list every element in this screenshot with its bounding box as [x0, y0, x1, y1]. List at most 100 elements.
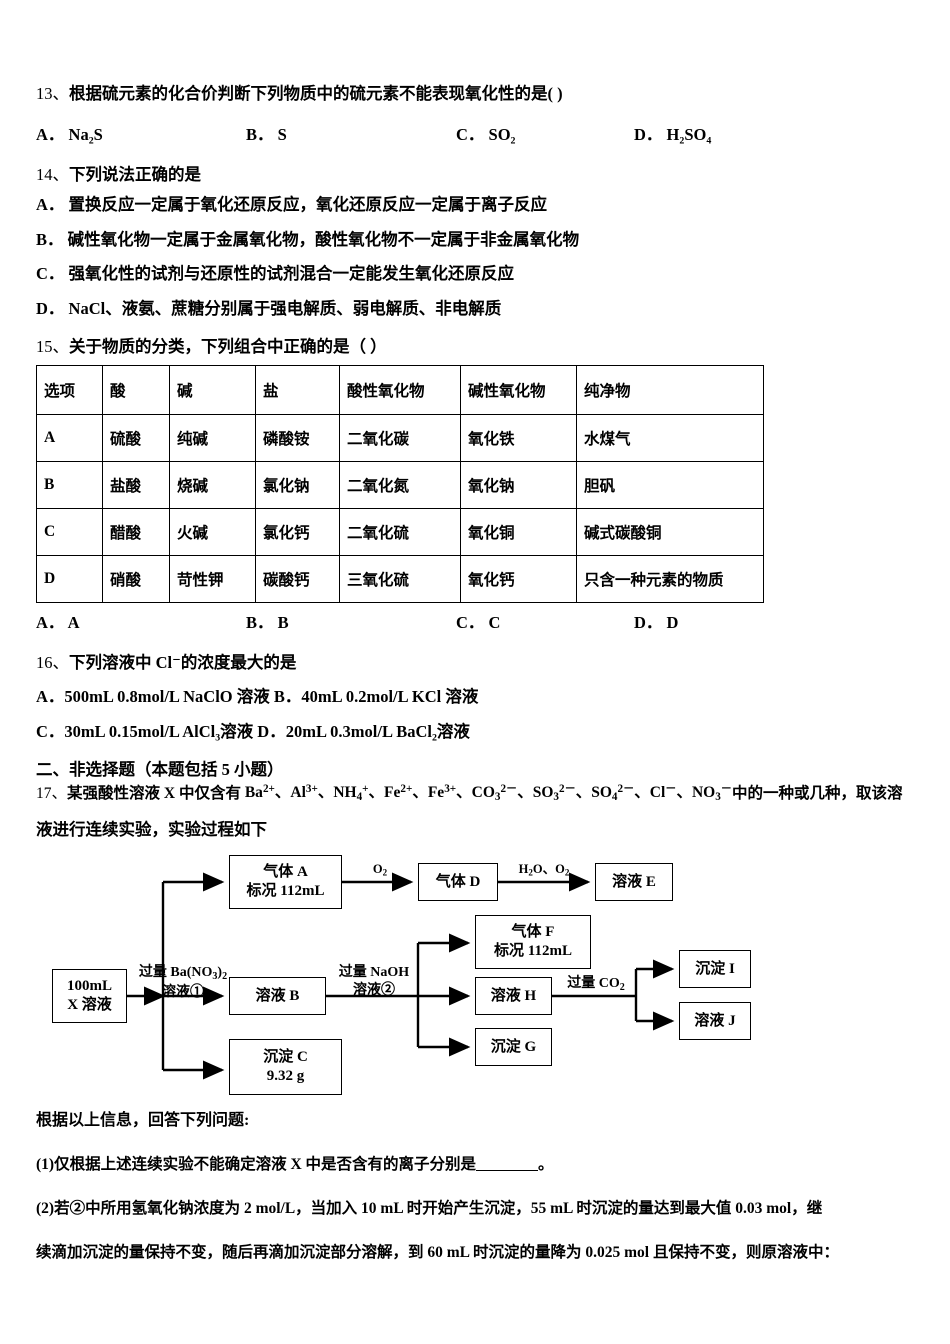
- box-gas-f-line1: 气体 F: [511, 923, 555, 940]
- table-cell: 只含一种元素的物质: [576, 554, 764, 603]
- q14-option-b[interactable]: B． 碱性氧化物一定属于金属氧化物，酸性氧化物不一定属于非金属氧化物: [36, 229, 926, 249]
- q15-options: A． A B． B C． C D． D: [36, 609, 926, 633]
- q14-option-d-text: NaCl、液氨、蔗糖分别属于强电解质、弱电解质、非电解质: [68, 298, 502, 318]
- table-cell: 氧化铁: [460, 413, 577, 462]
- table-cell: 盐酸: [102, 460, 170, 509]
- q15-option-b-label: B．: [246, 612, 274, 632]
- box-gas-d: 气体 D: [418, 863, 498, 902]
- q13-options: A． Na₂S B． S C． SO₂ D． H₂SO₄: [36, 121, 926, 145]
- q15-option-d-label: D．: [634, 612, 663, 632]
- q15-option-c[interactable]: C． C: [456, 609, 634, 633]
- box-gas-a: 气体 A 标况 112mL: [229, 855, 342, 910]
- table-cell: 二氧化氮: [339, 460, 461, 509]
- table-cell: 水煤气: [576, 413, 764, 462]
- section-2-heading: 二、非选择题（本题包括 5 小题）: [36, 760, 284, 779]
- q14-option-a-label: A．: [36, 195, 65, 214]
- q17-sub-1-tail: 。: [538, 1156, 554, 1174]
- q17-sub-2-line-2: 续滴加沉淀的量保持不变，随后再滴加沉淀部分溶解，到 60 mL 时沉淀的量降为 …: [36, 1244, 839, 1262]
- label-o2-text: O2: [372, 862, 388, 878]
- q13-option-d[interactable]: D． H₂SO₄: [634, 121, 711, 145]
- q14-option-a[interactable]: A． 置换反应一定属于氧化还原反应，氧化还原反应一定属于离子反应: [36, 195, 926, 214]
- table-cell: 纯碱: [169, 413, 256, 462]
- table-cell: D: [36, 554, 103, 603]
- box-solution-b: 溶液 B: [229, 977, 326, 1016]
- box-x-solution-line2: X 溶液: [67, 997, 112, 1014]
- q17-stem-line-1: 17、某强酸性溶液 X 中仅含有 Ba2+、Al3+、NH4+、Fe2+、Fe3…: [36, 784, 926, 804]
- box-precipitate-c-line2: 9.32 g: [266, 1068, 305, 1085]
- page-content: 13、根据硫元素的化合价判断下列物质中的硫元素不能表现氧化性的是( ) A． N…: [36, 84, 926, 1262]
- q15-stem: 15、关于物质的分类，下列组合中正确的是（ ）: [36, 337, 926, 356]
- q17-prefix: 某强酸性溶液 X 中仅含有: [67, 784, 245, 802]
- label-reagent-1: 过量 Ba(NO3)2 溶液①: [128, 964, 238, 1001]
- q13-stem: 13、根据硫元素的化合价判断下列物质中的硫元素不能表现氧化性的是( ): [36, 84, 926, 103]
- q16-stem-text: 下列溶液中 Cl⁻的浓度最大的是: [69, 652, 297, 672]
- table-cell: 碳酸钙: [255, 554, 340, 603]
- table-cell: 醋酸: [102, 507, 170, 556]
- table-cell: 氧化钙: [460, 554, 577, 603]
- q14-option-d[interactable]: D． NaCl、液氨、蔗糖分别属于强电解质、弱电解质、非电解质: [36, 298, 926, 318]
- q13-option-c[interactable]: C． SO₂: [456, 121, 634, 145]
- q13-option-a-text: Na₂S: [68, 124, 103, 144]
- box-solution-h-line1: 溶液 H: [490, 987, 537, 1004]
- q15-option-d[interactable]: D． D: [634, 609, 678, 633]
- q15-stem-text: 关于物质的分类，下列组合中正确的是（ ）: [69, 337, 387, 356]
- box-solution-h: 溶液 H: [475, 977, 552, 1016]
- table-header-cell: 酸性氧化物: [339, 364, 461, 415]
- q17-sub-1: (1)仅根据上述连续实验不能确定溶液 X 中是否含有的离子分别是。: [36, 1152, 926, 1174]
- box-precipitate-i: 沉淀 I: [679, 950, 751, 989]
- label-h2o-o2: H2O、O2: [505, 862, 583, 879]
- q15-number: 15、: [36, 337, 69, 356]
- q15-option-c-label: C．: [456, 612, 485, 632]
- q17-prompt: 根据以上信息，回答下列问题:: [36, 1112, 250, 1130]
- q17-stem-line-2: 液进行连续实验，实验过程如下: [36, 819, 267, 839]
- q13-option-b[interactable]: B． S: [246, 121, 456, 145]
- q15-option-c-text: C: [488, 612, 501, 632]
- table-header-row: 选项 酸 碱 盐 酸性氧化物 碱性氧化物 纯净物: [36, 364, 764, 415]
- box-precipitate-g-line1: 沉淀 G: [490, 1038, 537, 1055]
- q15-option-b[interactable]: B． B: [246, 609, 456, 633]
- table-header-cell: 碱: [169, 364, 256, 415]
- box-gas-f: 气体 F 标况 112mL: [475, 915, 591, 970]
- table-header-cell: 纯净物: [576, 364, 764, 415]
- q13-option-d-label: D．: [634, 124, 663, 144]
- label-h2o-o2-text: H2O、O2: [518, 862, 570, 878]
- question-14: 14、下列说法正确的是 A． 置换反应一定属于氧化还原反应，氧化还原反应一定属于…: [36, 164, 926, 318]
- question-16: 16、下列溶液中 Cl⁻的浓度最大的是 A．500mL 0.8mol/L NaC…: [36, 652, 926, 741]
- q13-option-d-text: H₂SO₄: [666, 124, 712, 144]
- q13-option-a[interactable]: A． Na₂S: [36, 121, 246, 145]
- q16-option-line-1[interactable]: A．500mL 0.8mol/L NaClO 溶液 B．40mL 0.2mol/…: [36, 687, 479, 706]
- q14-option-c-text: 强氧化性的试剂与还原性的试剂混合一定能发生氧化还原反应: [68, 264, 515, 283]
- box-x-solution-line1: 100mL: [67, 977, 112, 994]
- answer-blank[interactable]: [476, 1156, 539, 1172]
- q13-option-b-text: S: [277, 124, 287, 144]
- q15-option-a[interactable]: A． A: [36, 609, 246, 633]
- q14-option-b-text: 碱性氧化物一定属于金属氧化物，酸性氧化物不一定属于非金属氧化物: [67, 229, 580, 249]
- table-cell: 磷酸铵: [255, 413, 340, 462]
- table-header-cell: 盐: [255, 364, 340, 415]
- table-cell: 烧碱: [169, 460, 256, 509]
- table-cell: 硫酸: [102, 413, 170, 462]
- table-cell: 二氧化硫: [339, 507, 461, 556]
- box-gas-d-line1: 气体 D: [435, 873, 481, 890]
- table-cell: A: [36, 413, 103, 462]
- q15-option-a-label: A．: [36, 612, 65, 632]
- q13-option-c-label: C．: [456, 124, 485, 144]
- table-row: A 硫酸 纯碱 磷酸铵 二氧化碳 氧化铁 水煤气: [36, 413, 764, 462]
- box-gas-a-line2: 标况 112mL: [246, 883, 325, 900]
- box-precipitate-g: 沉淀 G: [475, 1028, 552, 1067]
- experiment-flowchart: 100mL X 溶液 气体 A 标况 112mL 气体 D 溶液 E 溶液 B …: [36, 851, 926, 1106]
- label-reagent-1-line1: 过量 Ba(NO3)2: [138, 965, 228, 982]
- classification-table: 选项 酸 碱 盐 酸性氧化物 碱性氧化物 纯净物 A 硫酸 纯碱 磷酸铵 二氧化…: [36, 364, 764, 603]
- table-header-cell: 碱性氧化物: [460, 364, 577, 415]
- question-15: 15、关于物质的分类，下列组合中正确的是（ ） 选项 酸 碱 盐 酸性氧化物 碱…: [36, 337, 926, 633]
- q15-option-a-text: A: [67, 612, 80, 632]
- table-cell: 苛性钾: [169, 554, 256, 603]
- q16-number: 16、: [36, 652, 69, 672]
- box-precipitate-c: 沉淀 C 9.32 g: [229, 1039, 342, 1096]
- q13-number: 13、: [36, 84, 69, 103]
- q16-option-line-2[interactable]: C．30mL 0.15mol/L AlCl₃溶液 D．20mL 0.3mol/L…: [36, 721, 470, 741]
- flowchart-connector-lines: [127, 872, 675, 1080]
- q15-option-d-text: D: [666, 612, 679, 632]
- q14-option-c[interactable]: C． 强氧化性的试剂与还原性的试剂混合一定能发生氧化还原反应: [36, 264, 926, 283]
- q14-number: 14、: [36, 164, 69, 184]
